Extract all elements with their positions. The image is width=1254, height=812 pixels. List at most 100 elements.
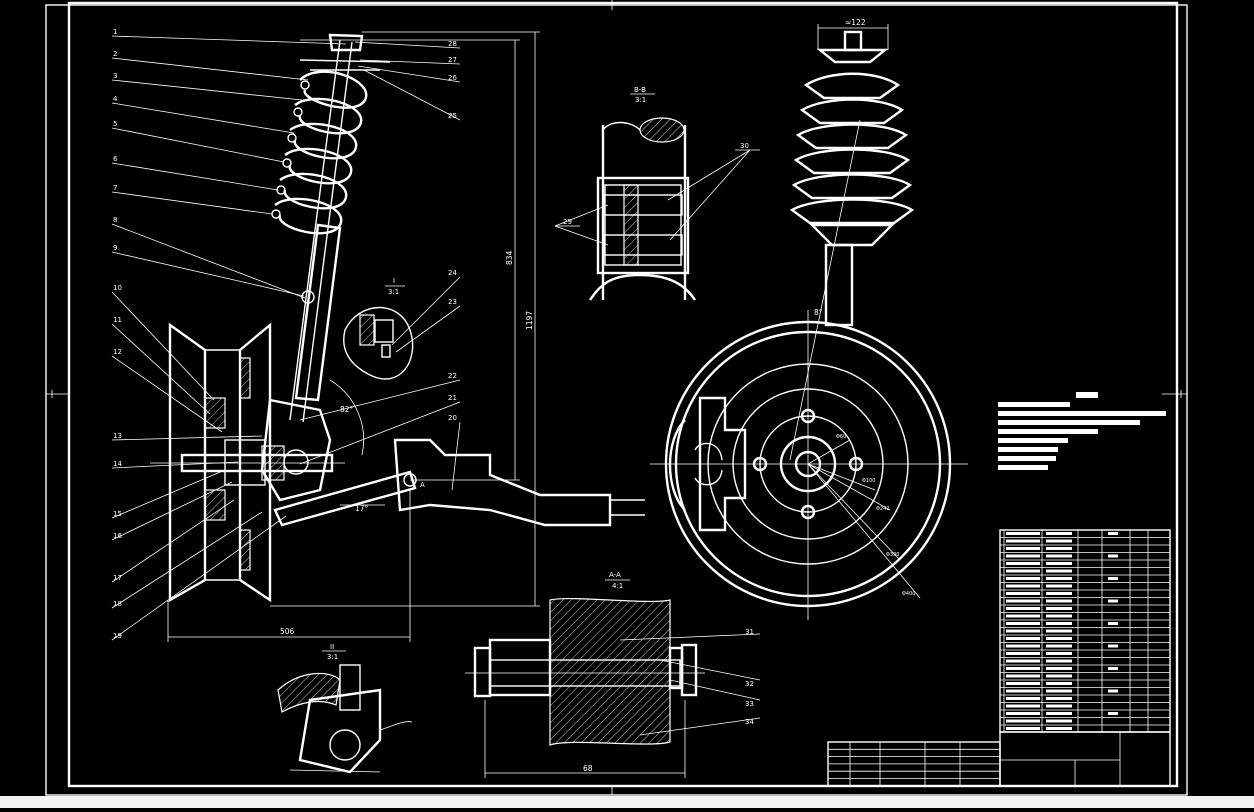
section-BB-label-30: 30 xyxy=(740,142,749,150)
part-label: 2 xyxy=(113,50,117,58)
sheet-outer-border xyxy=(45,4,1188,796)
dim-1197: 1197 xyxy=(525,311,534,330)
leader-line-right xyxy=(359,59,461,65)
title-block xyxy=(827,731,1171,787)
detail-I-scale: 3:1 xyxy=(388,288,399,296)
part-label: 17 xyxy=(113,574,122,582)
detail-II-title: II xyxy=(330,643,334,651)
part-label: 1 xyxy=(113,28,117,36)
section-AA-title: A-A xyxy=(609,571,621,579)
part-label: 7 xyxy=(113,184,117,192)
section-AA-label-31: 31 xyxy=(745,628,754,636)
part-label: 15 xyxy=(113,510,122,518)
part-label: 9 xyxy=(113,244,117,252)
leader-line-left xyxy=(111,102,295,134)
section-BB-scale: 3:1 xyxy=(635,96,646,104)
sheet-inner-border xyxy=(67,1,1179,788)
part-label: 21 xyxy=(448,394,457,402)
leader-line-right xyxy=(299,401,461,465)
side-view-dia-0: Φ60 xyxy=(836,434,846,440)
main-view: 834 1197 506 82° 17° A xyxy=(150,31,645,642)
side-view: ≈122 8° Φ60 Φ100 xyxy=(650,18,968,620)
leader-line-left xyxy=(111,515,287,641)
part-label: 28 xyxy=(448,40,457,48)
leader-line-left xyxy=(111,511,263,609)
part-label: 13 xyxy=(113,432,122,440)
leader-line-right xyxy=(363,69,461,121)
detail-I-title: I xyxy=(393,277,395,285)
part-label: 26 xyxy=(448,74,457,82)
leader-line-right xyxy=(391,276,461,346)
section-AA-label-34: 34 xyxy=(745,718,754,726)
section-AA-label-33: 33 xyxy=(745,700,754,708)
part-label: 10 xyxy=(113,284,122,292)
leader-line-left xyxy=(111,223,306,299)
section-BB-label-29: 29 xyxy=(563,218,572,226)
part-label: 6 xyxy=(113,155,118,163)
leader-line-left xyxy=(111,251,305,297)
bottom-strip xyxy=(0,796,1254,808)
part-label: 8 xyxy=(113,216,117,224)
parts-list-table xyxy=(999,529,1171,733)
leader-line-right xyxy=(395,305,461,353)
side-view-dia-2: Φ242 xyxy=(876,506,889,512)
leader-line-left xyxy=(111,355,223,433)
part-label: 27 xyxy=(448,56,457,64)
leader-line-left xyxy=(111,481,233,541)
part-label: 4 xyxy=(113,95,118,103)
dim-angle-82: 82° xyxy=(340,405,354,414)
dim-angle-17: 17° xyxy=(355,504,369,513)
leader-line-left xyxy=(111,191,273,215)
leader-line-left xyxy=(111,291,215,401)
dim-506: 506 xyxy=(280,627,295,636)
leader-line-right xyxy=(354,41,461,49)
part-label: 11 xyxy=(113,316,122,324)
right-leaders xyxy=(299,41,461,491)
leader-line-left xyxy=(111,162,279,191)
section-AA: A-A 4:1 68 31 32 33 34 xyxy=(465,571,761,778)
leader-line-left xyxy=(111,435,263,441)
section-AA-scale: 4:1 xyxy=(612,582,623,590)
part-label: 22 xyxy=(448,372,457,380)
section-marker-a: A xyxy=(420,481,425,489)
leader-line-left xyxy=(111,469,226,519)
leader-line-left xyxy=(111,79,303,101)
part-label: 24 xyxy=(448,269,457,277)
leader-line-left xyxy=(111,57,309,81)
side-view-dia-1: Φ100 xyxy=(862,478,875,484)
part-label: 14 xyxy=(113,460,122,468)
side-view-angle: 8° xyxy=(814,308,823,317)
detail-II: II 3:1 xyxy=(277,643,413,774)
part-label: 5 xyxy=(113,120,117,128)
detail-I: I 3:1 xyxy=(343,277,414,380)
detail-II-scale: 3:1 xyxy=(327,653,338,661)
leader-line-left xyxy=(111,461,239,469)
part-label: 20 xyxy=(448,414,457,422)
side-view-top-dim: ≈122 xyxy=(845,18,866,27)
part-label: 16 xyxy=(113,532,122,540)
section-AA-label-32: 32 xyxy=(745,680,754,688)
leader-line-right xyxy=(357,65,461,83)
part-label: 19 xyxy=(113,632,122,640)
leader-line-left xyxy=(111,499,235,583)
leader-line-left xyxy=(111,127,285,163)
leader-line-left xyxy=(111,323,211,415)
section-AA-dim-68: 68 xyxy=(583,764,593,773)
side-view-dia-3: Φ330 xyxy=(886,552,899,558)
leader-line-left xyxy=(111,35,347,45)
section-BB: B-B 3:1 30 29 xyxy=(554,86,760,301)
sheet-center-marks xyxy=(46,0,1187,795)
technical-notes xyxy=(998,392,1166,470)
dim-834: 834 xyxy=(505,250,514,265)
part-label: 23 xyxy=(448,298,457,306)
part-label: 25 xyxy=(448,112,457,120)
part-label: 12 xyxy=(113,348,122,356)
part-label: 18 xyxy=(113,600,122,608)
leader-line-right xyxy=(451,421,461,491)
section-BB-title: B-B xyxy=(634,86,646,94)
right-part-labels: 28 27 26 25 24 23 22 21 20 xyxy=(448,40,457,422)
part-label: 3 xyxy=(113,72,117,80)
